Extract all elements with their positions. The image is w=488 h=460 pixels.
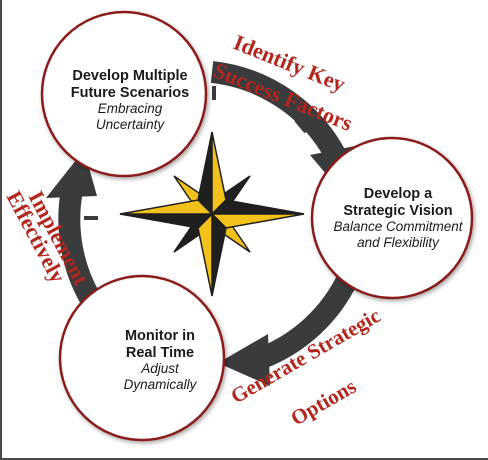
stage-subtitle: Balance Commitment and Flexibility: [318, 219, 478, 250]
arrow-arc-right: [257, 273, 358, 369]
stage-subtitle-line: and Flexibility: [357, 234, 439, 250]
stage-subtitle: Adjust Dynamically: [80, 361, 240, 392]
svg-text:Options: Options: [287, 374, 361, 430]
stage-subtitle-line: Dynamically: [123, 376, 197, 392]
stage-title-line: Real Time: [125, 344, 195, 361]
stage-subtitle-line: Balance Commitment: [333, 219, 463, 235]
stage-circle-scenarios: [40, 10, 208, 178]
cycle-arrows: [46, 61, 370, 386]
stage-circle-monitor: [58, 274, 226, 442]
step-label-line: Options: [287, 374, 361, 430]
stage-title-line: Future Scenarios: [70, 84, 190, 101]
step-label-identify: Identify Key Success Factors: [210, 29, 356, 136]
stage-vision: Develop a Strategic Vision Balance Commi…: [318, 186, 478, 250]
stage-title-line: Develop Multiple: [72, 68, 188, 84]
arrowhead-right: [218, 334, 270, 386]
stage-title: Develop Multiple Future Scenarios: [50, 68, 210, 101]
stage-scenarios: Develop Multiple Future Scenarios Embrac…: [50, 68, 210, 132]
stage-title-line: Develop a: [363, 186, 433, 202]
stage-circle-vision: [310, 136, 474, 300]
arc-tick: [294, 118, 308, 134]
stage-title: Monitor in Real Time: [80, 328, 240, 361]
arrow-arc-top: [210, 61, 348, 166]
stage-title: Develop a Strategic Vision: [318, 186, 478, 219]
stage-title-line: Strategic Vision: [343, 202, 453, 219]
arrow-arc-left: [58, 187, 100, 304]
stage-title-line: Monitor in: [124, 328, 196, 344]
compass-rose-icon: [119, 131, 305, 297]
stage-monitor: Monitor in Real Time Adjust Dynamically: [80, 328, 240, 392]
stage-subtitle: Embracing Uncertainty: [50, 101, 210, 132]
stage-subtitle-line: Embracing: [97, 101, 163, 117]
stage-subtitle-line: Uncertainty: [95, 116, 165, 132]
arc-tick: [308, 308, 324, 320]
stage-subtitle-line: Adjust: [141, 361, 179, 377]
